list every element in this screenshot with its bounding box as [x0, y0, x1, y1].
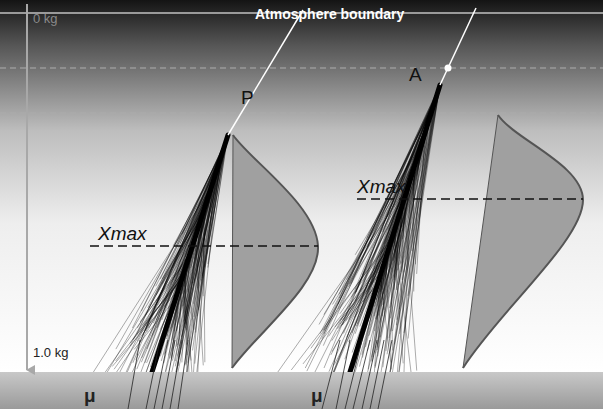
xmax-label: Xmax	[357, 177, 406, 196]
particle-track	[380, 276, 391, 370]
muon-track	[378, 340, 392, 409]
particle-track	[178, 135, 228, 372]
profile-axis	[232, 135, 233, 368]
particle-track	[315, 184, 409, 372]
particle-track	[322, 85, 440, 339]
muon-track	[353, 340, 370, 409]
muon-label: μ	[84, 386, 96, 405]
xmax-line	[90, 245, 318, 247]
particle-track	[208, 135, 228, 264]
muon-track	[162, 340, 175, 409]
muon-track	[154, 340, 168, 409]
first-interaction	[445, 65, 452, 72]
particle-track	[172, 153, 222, 372]
particle-track	[127, 138, 227, 372]
primary-track	[228, 10, 303, 135]
primary-track	[440, 8, 476, 85]
muon-track	[178, 340, 188, 409]
depth-label: 0 kg	[33, 12, 58, 25]
particle-track	[351, 86, 440, 372]
shower-label: A	[409, 65, 422, 84]
profile-axis	[463, 115, 498, 368]
particle-track	[324, 156, 418, 315]
muon-track	[146, 340, 160, 409]
shower-label: P	[241, 88, 254, 107]
particle-track	[137, 136, 228, 334]
boundary-label: Atmosphere boundary	[255, 7, 404, 21]
particle-track	[383, 200, 404, 367]
particle-track	[333, 159, 416, 372]
dashed-level	[0, 112, 603, 114]
shower-core	[350, 85, 440, 372]
particle-track	[145, 141, 226, 331]
muon-track	[370, 340, 384, 409]
muon-track	[336, 340, 350, 409]
profile-p	[232, 135, 318, 368]
muon-track	[128, 340, 140, 409]
particle-track	[116, 277, 183, 361]
depth-label: 1.0 kg	[33, 346, 68, 359]
particle-track	[349, 89, 439, 287]
muon-label: μ	[311, 386, 323, 405]
profile-a	[463, 115, 583, 368]
particle-track	[392, 85, 439, 372]
particle-track	[356, 85, 440, 292]
particle-track	[368, 118, 430, 372]
particle-track	[140, 258, 189, 322]
shower-core	[152, 135, 228, 372]
particle-track	[390, 123, 429, 308]
atmosphere	[0, 0, 603, 372]
xmax-line	[357, 198, 583, 200]
muon-track	[362, 340, 377, 409]
muon-track	[322, 340, 340, 409]
particle-track	[133, 148, 224, 362]
dashed-level	[0, 67, 603, 69]
ground	[0, 372, 603, 409]
particle-track	[376, 119, 430, 353]
particle-track	[324, 96, 437, 368]
muon-track	[170, 340, 182, 409]
xmax-label: Xmax	[98, 224, 147, 243]
depth-axis	[26, 4, 28, 370]
